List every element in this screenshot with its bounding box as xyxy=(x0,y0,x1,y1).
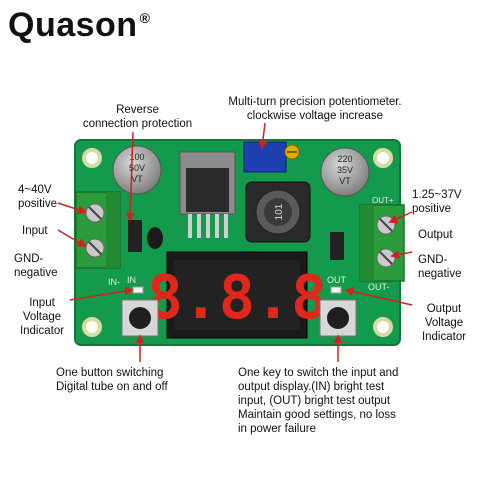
output-range-label: 1.25~37V positive xyxy=(412,189,462,215)
left-push-button xyxy=(121,299,159,337)
input-led xyxy=(132,286,144,294)
cap-left-line3: VT xyxy=(131,174,143,184)
cap-left-line1: 100 xyxy=(129,152,144,162)
right-push-button xyxy=(319,299,357,337)
registered-mark: ® xyxy=(139,10,151,26)
output-label: Output xyxy=(418,229,453,241)
silk-out-minus: OUT- xyxy=(368,282,390,292)
mounting-holes xyxy=(82,148,393,337)
cap-left-line2: 50V xyxy=(129,163,145,173)
input-terminal-block xyxy=(75,191,121,269)
regulator-ic xyxy=(179,151,236,238)
cap-right-line2: 35V xyxy=(337,165,353,175)
silk-in-minus: IN- xyxy=(108,277,120,287)
output-indicator-label: Output Voltage Indicator xyxy=(421,303,467,343)
potentiometer-label: Multi-turn precision potentiometer. cloc… xyxy=(228,96,402,122)
reverse-protection-label: Reverse connection protection xyxy=(82,104,193,130)
gnd-left-label: GND- negative xyxy=(14,253,58,279)
protection-diode xyxy=(128,220,344,260)
cap-right-line3: VT xyxy=(339,176,351,186)
output-led xyxy=(330,286,342,294)
seven-segment-display: 8.8.8 xyxy=(147,251,328,339)
annotation-arrows xyxy=(57,122,413,362)
input-indicator-label: Input Voltage Indicator xyxy=(19,297,65,337)
input-label: Input xyxy=(22,225,48,237)
silk-in: IN xyxy=(127,275,136,285)
brand-logo: Quason® xyxy=(8,6,150,45)
silk-out-plus: OUT+ xyxy=(372,196,394,205)
output-terminal-block xyxy=(359,204,405,282)
inductor-label: 101 xyxy=(274,203,285,220)
capacitor-left: 100 50V VT xyxy=(112,145,162,195)
capacitor-right: 220 35V VT xyxy=(320,147,370,197)
silk-out: OUT xyxy=(327,275,347,285)
inductor: 101 xyxy=(245,181,311,243)
right-button-label: One key to switch the input and output d… xyxy=(238,367,399,435)
input-range-label: 4~40V positive xyxy=(18,184,57,210)
left-button-label: One button switching Digital tube on and… xyxy=(56,367,168,393)
display-digits: 8.8.8 xyxy=(147,263,328,333)
gnd-right-label: GND- negative xyxy=(418,254,462,280)
brand-name: Quason xyxy=(8,6,138,44)
cap-right-line1: 220 xyxy=(337,154,352,164)
